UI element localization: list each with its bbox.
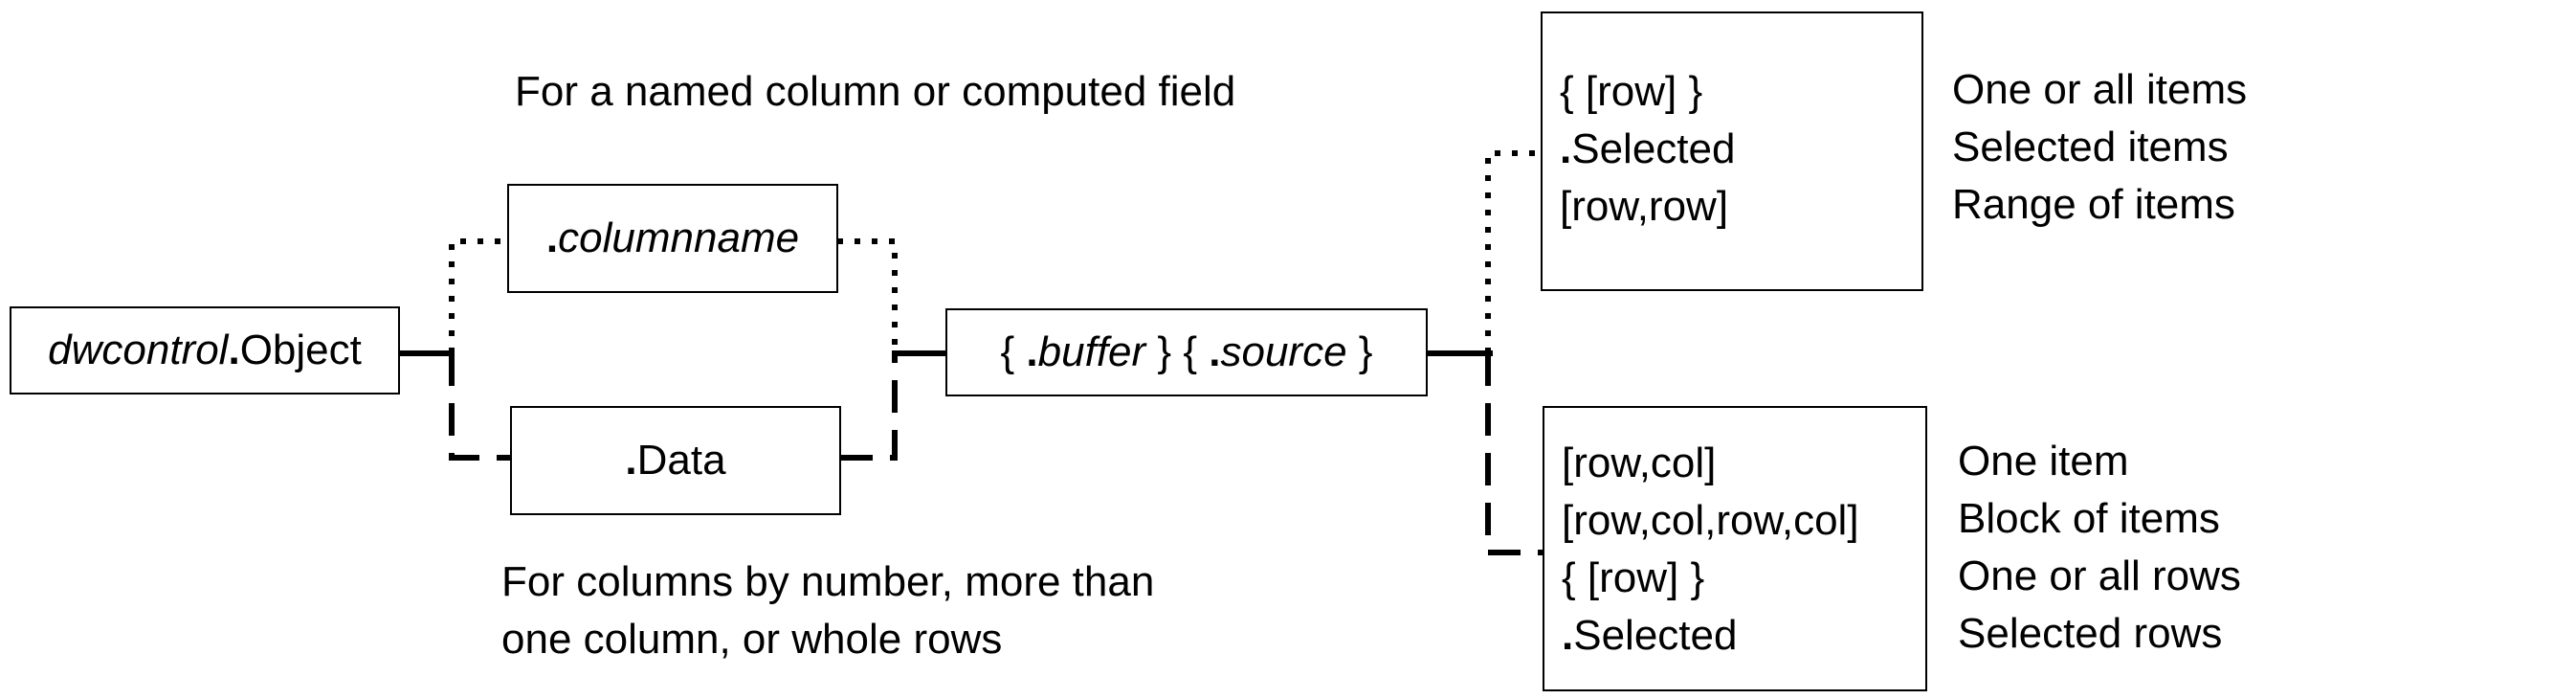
upper-meaning-item: One or all items [1952,66,2248,113]
upper-options-box: { [row] } .Selected [row,row] [1541,11,1923,291]
upper-box-branch [1485,150,1543,353]
upper-syntax-item: .Selected [1560,125,1736,172]
caption-line-2: one column, or whole rows [501,616,1003,663]
lower-box-branch [1485,353,1543,555]
columnname-branch-right [837,238,898,353]
buffer-source-label: { .buffer } { .source } [1000,328,1373,375]
caption-named-column: For a named column or computed field [515,68,1236,115]
lower-meaning-item: Block of items [1958,495,2220,542]
upper-syntax-list: { [row] } .Selected [row,row] [1560,63,1735,236]
data-label: .Data [625,437,726,484]
lower-syntax-item: [row,col] [1562,440,1717,486]
lower-meaning-item: One item [1958,438,2129,485]
data-branch-right [840,353,898,461]
root-object-label: dwcontrol.Object [48,327,362,373]
lower-syntax-item: .Selected [1562,612,1738,659]
lower-syntax-list: [row,col] [row,col,row,col] { [row] } .S… [1562,435,1859,665]
upper-meaning-list: One or all items Selected items Range of… [1952,61,2247,234]
caption-columns-by-number: For columns by number, more than one col… [501,553,1154,668]
buffer-source-box: { .buffer } { .source } [945,308,1428,396]
lower-meaning-item: One or all rows [1958,552,2241,599]
upper-meaning-item: Range of items [1952,181,2235,228]
upper-meaning-item: Selected items [1952,124,2229,170]
columnname-branch-left [449,238,507,353]
data-box: .Data [510,406,841,515]
upper-syntax-item: { [row] } [1560,68,1703,115]
lower-syntax-item: { [row] } [1562,554,1705,601]
caption-line-1: For columns by number, more than [501,558,1155,605]
upper-syntax-item: [row,row] [1560,183,1729,230]
lower-meaning-list: One item Block of items One or all rows … [1958,433,2241,663]
lower-options-box: [row,col] [row,col,row,col] { [row] } .S… [1543,406,1927,691]
columnname-label: .columnname [545,214,800,261]
columnname-box: .columnname [507,184,838,293]
lower-meaning-item: Selected rows [1958,610,2223,657]
root-object-box: dwcontrol.Object [10,306,400,395]
lower-syntax-item: [row,col,row,col] [1562,497,1859,544]
data-branch-left [449,353,512,461]
